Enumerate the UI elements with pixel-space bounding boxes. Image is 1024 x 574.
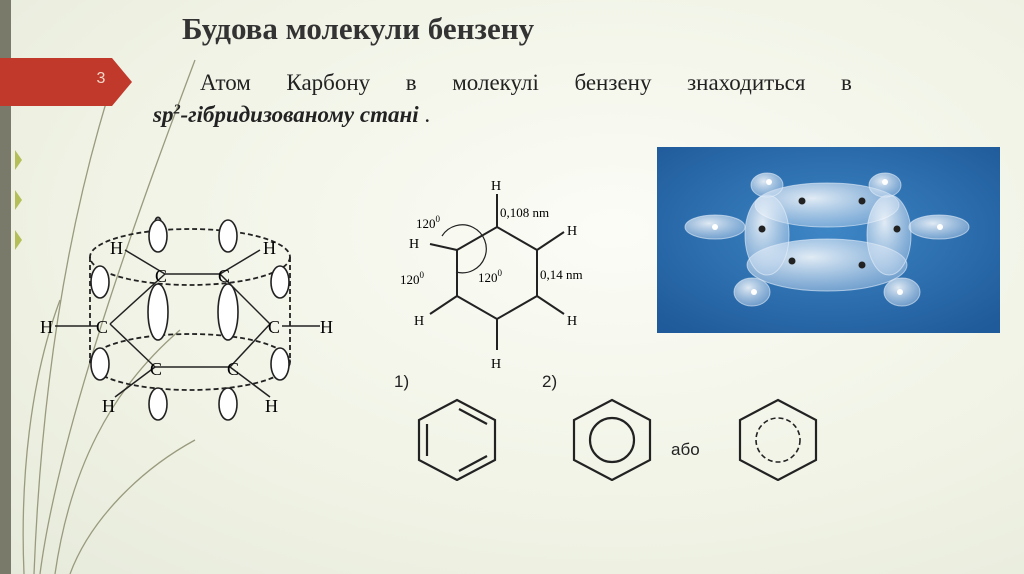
hybridization-prefix: sp [153, 102, 174, 127]
kekule-structure [417, 398, 497, 481]
word: Карбону [286, 70, 371, 95]
p-orbital-overlap-diagram: C C C C C C H H H H H H [40, 216, 333, 421]
hydrogen-atom: H [567, 314, 577, 329]
benzene-3d-orbital-model [657, 147, 1000, 333]
slide-number-wrap: 3 [0, 58, 132, 106]
hydrogen-atom: H [265, 396, 278, 416]
carbon-atom: C [268, 317, 280, 337]
body-text-line-1: Атом Карбону в молекулі бензену знаходит… [200, 70, 852, 96]
hydrogen-atom: H [491, 357, 501, 372]
cc-bond-length: 0,14 nm [540, 267, 583, 282]
hydrogen-atom: H [263, 238, 276, 258]
benzene-dashed-circle-structure [738, 398, 818, 481]
or-word: або [671, 440, 700, 459]
slide-number-tab [0, 58, 132, 106]
ch-bond-length: 0,108 nm [500, 205, 549, 220]
formula-label-2: 2) [542, 372, 558, 391]
benzene-circle-structure [572, 398, 652, 481]
hydrogen-atom: H [320, 317, 333, 337]
angle-label-top: 1200 [416, 214, 441, 231]
carbon-atom: C [227, 359, 239, 379]
word: Атом [200, 70, 251, 95]
word: в [405, 70, 417, 95]
carbon-atom: C [96, 317, 108, 337]
carbon-atom: C [155, 266, 167, 286]
line-end: . [418, 102, 431, 127]
slide-number: 3 [96, 70, 106, 87]
hybridization-sup: 2 [173, 102, 181, 118]
hydrogen-atom: H [491, 179, 501, 194]
benzene-geometry-diagram: H H H H H H 1200 1200 1200 0,108 nm 0,14… [400, 179, 583, 372]
hydrogen-atom: H [409, 237, 419, 252]
word: в [841, 70, 852, 95]
slide-title: Будова молекули бензену [182, 11, 535, 46]
word: бензену [574, 70, 652, 95]
angle-label-left: 1200 [400, 270, 425, 287]
hydrogen-atom: H [414, 314, 424, 329]
carbon-atom: C [150, 359, 162, 379]
word: молекулі [452, 70, 539, 95]
angle-label-center: 1200 [478, 268, 503, 285]
formula-label-1: 1) [394, 372, 410, 391]
hydrogen-atom: H [102, 396, 115, 416]
left-side-bar [0, 0, 11, 574]
body-text-line-2: sp2-гібридизованому стані . [153, 102, 430, 128]
hydrogen-atom: H [110, 238, 123, 258]
decorative-grass-lines [15, 59, 196, 574]
hybridization-rest: -гібридизованому стані [180, 102, 419, 127]
hydrogen-atom: H [40, 317, 53, 337]
carbon-atom: C [218, 266, 230, 286]
word: знаходиться [687, 70, 806, 95]
hydrogen-atom: H [567, 224, 577, 239]
